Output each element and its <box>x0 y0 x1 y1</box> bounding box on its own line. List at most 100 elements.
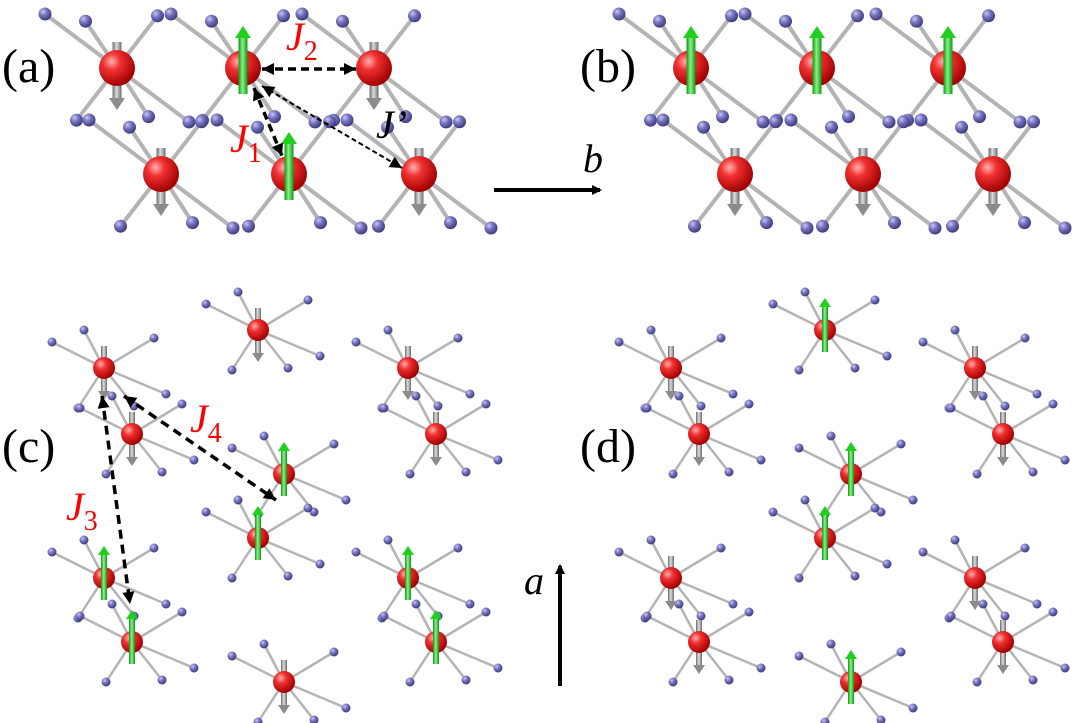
spin-layer-front <box>98 26 956 704</box>
spin-arrow-head <box>430 610 442 619</box>
spin-up-arrow <box>281 132 297 200</box>
ligand-atom <box>950 325 960 335</box>
ligand-atom <box>1020 333 1030 343</box>
ligand-atom <box>982 9 995 23</box>
ligand-atom <box>303 503 313 513</box>
ligand-atom <box>351 337 361 347</box>
ligand-atom <box>157 675 167 685</box>
spin-arrow-shaft <box>284 144 294 200</box>
ligand-atom <box>308 115 322 129</box>
ligand-atom <box>461 467 471 477</box>
spin-up-arrow <box>278 442 290 496</box>
ligand-atom <box>444 216 457 230</box>
ligand-atom <box>688 219 701 233</box>
ligand-atom <box>1000 611 1010 621</box>
ligand-atom <box>826 431 836 441</box>
exchange-label-j1: J1 <box>230 116 262 169</box>
spin-arrow-head <box>126 610 138 619</box>
spin-up-arrow <box>683 26 699 94</box>
metal-atom <box>121 423 143 445</box>
ligand-atom <box>882 115 896 129</box>
ligand-atom <box>484 221 498 235</box>
ligand-atom <box>950 535 960 545</box>
ligand-atom <box>760 216 773 230</box>
ligand-atom <box>724 467 734 477</box>
spin-arrow-shaft <box>686 38 696 94</box>
spin-arrow-shaft <box>433 619 439 664</box>
ligand-atom <box>161 389 171 399</box>
exchange-path-line <box>100 395 132 605</box>
ligand-atom <box>439 115 453 129</box>
exchange-path-arrowhead <box>97 396 110 409</box>
spin-up-arrow <box>98 546 110 600</box>
ligand-atom <box>800 221 814 235</box>
ligand-atom <box>728 599 738 609</box>
ligand-atom <box>946 403 956 413</box>
panel-label-d: (d) <box>580 420 636 473</box>
bond <box>697 432 763 462</box>
spin-arrow-head <box>98 546 110 555</box>
ligand-atom <box>668 469 678 479</box>
ligand-atom <box>851 9 864 23</box>
metal-atom <box>975 156 1011 192</box>
spin-up-arrow <box>845 650 857 704</box>
spin-arrow-head <box>109 98 125 110</box>
ligand-atom <box>897 115 910 129</box>
exchange-path-j3 <box>97 395 135 605</box>
ligand-atom <box>896 439 906 449</box>
ligand-atom <box>79 535 89 545</box>
ligand-atom <box>189 663 199 673</box>
ligand-atom <box>910 14 923 28</box>
ligand-atom <box>896 647 906 657</box>
ligand-atom <box>433 401 443 411</box>
bond <box>406 366 472 396</box>
ligand-atom <box>38 7 52 21</box>
ligand-atom <box>314 216 327 230</box>
ligand-atom <box>696 401 706 411</box>
spin-arrow-head <box>985 204 1001 216</box>
spin-up-arrow <box>809 26 825 94</box>
bond <box>406 576 472 606</box>
ligand-atom <box>1013 115 1027 129</box>
ligand-atom <box>182 115 196 129</box>
ligand-atom <box>227 443 237 453</box>
ligand-atom <box>614 337 624 347</box>
exchange-label-jprime: J’ <box>376 102 407 147</box>
ligand-atom <box>379 611 389 621</box>
ligand-atom <box>769 115 782 129</box>
ligand-atom <box>918 547 928 557</box>
ligand-atom <box>1060 455 1070 465</box>
ligand-atom <box>794 365 804 375</box>
ligand-atom <box>383 535 393 545</box>
ligand-atom <box>955 120 968 134</box>
spin-arrow-head <box>235 26 251 38</box>
ligand-atom <box>779 14 792 28</box>
bond <box>102 366 168 396</box>
spin-up-arrow <box>430 610 442 664</box>
bond <box>823 536 889 566</box>
bond <box>130 640 196 670</box>
ligand-atom <box>918 337 928 347</box>
ligand-atom <box>379 403 389 413</box>
ligand-atom <box>79 325 89 335</box>
metal-atom <box>401 156 437 192</box>
ligand-atom <box>800 495 810 505</box>
ligand-atom <box>716 333 726 343</box>
exchange-path-arrowhead <box>262 488 276 500</box>
exchange-label-j2: J2 <box>286 14 318 67</box>
exchange-path-arrowhead <box>271 142 283 156</box>
bond <box>669 366 735 396</box>
ligand-atom <box>233 495 243 505</box>
bond <box>973 366 1039 396</box>
ligand-atom <box>114 219 127 233</box>
bond <box>256 328 322 358</box>
ligand-atom <box>493 455 503 465</box>
ligand-atom <box>149 543 159 553</box>
ligand-atom <box>381 120 394 134</box>
spin-arrow-head <box>969 391 981 400</box>
spin-up-arrow <box>845 442 857 496</box>
bond <box>130 432 196 462</box>
ligand-atom <box>227 573 237 583</box>
ligand-atom <box>696 611 706 621</box>
spin-up-arrow <box>252 506 264 560</box>
